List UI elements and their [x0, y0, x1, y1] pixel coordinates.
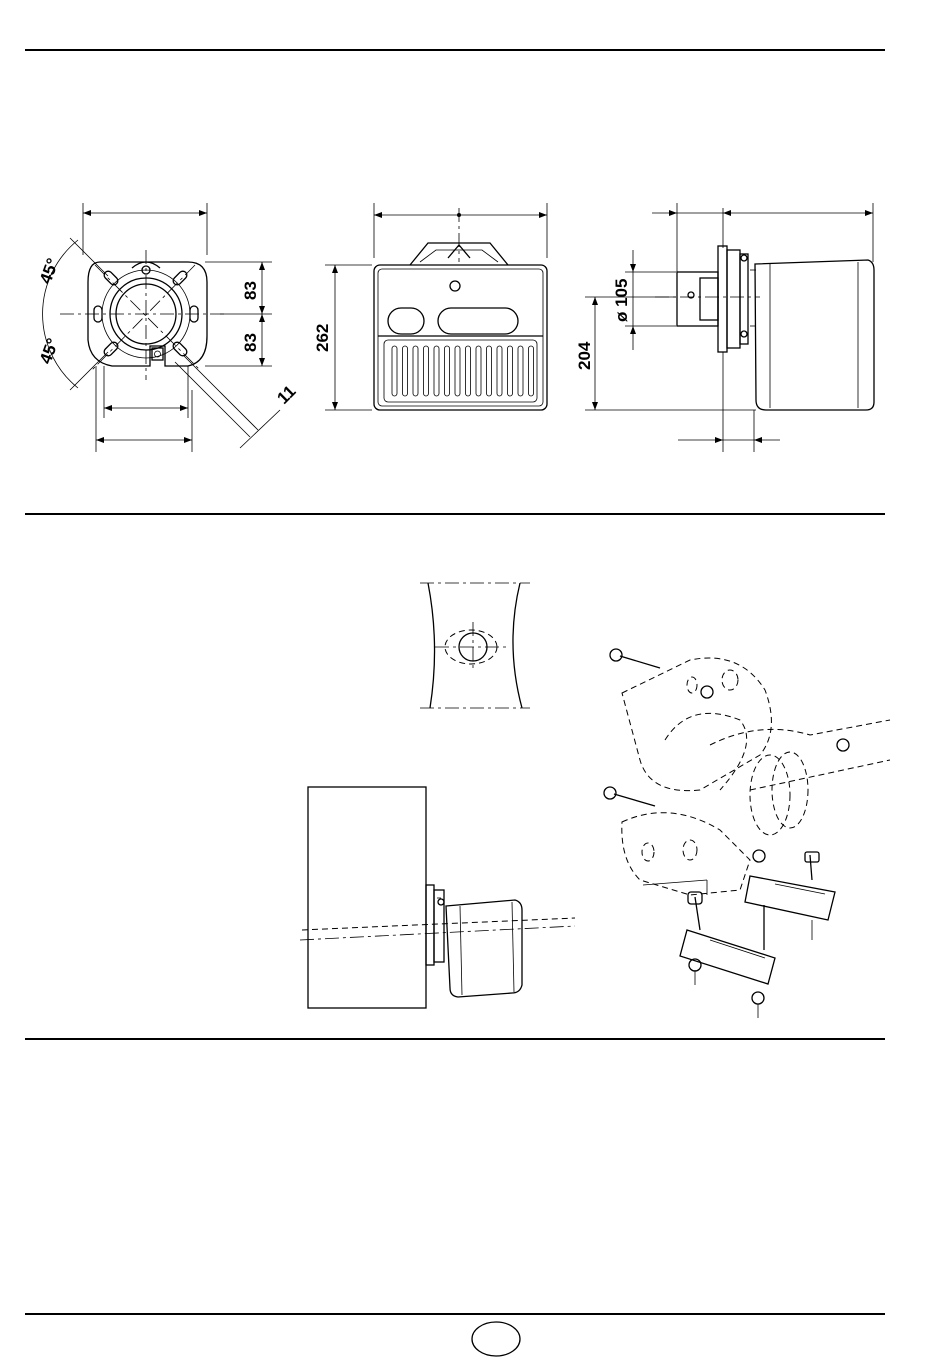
front-view-flange: 83 83 45° 45° 11: [36, 203, 300, 452]
dim-83-upper: 83: [241, 281, 260, 300]
vent-grille: [392, 346, 534, 396]
boiler-mounting-view: [300, 787, 575, 1008]
page-number-badge: [472, 1322, 520, 1356]
vent-slot: [434, 346, 439, 396]
vent-slot: [518, 346, 523, 396]
angle-45-lower: 45°: [36, 336, 63, 367]
dim-262: 262: [313, 324, 332, 352]
vent-slot: [455, 346, 460, 396]
vent-slot: [445, 346, 450, 396]
profile-view: ø 105 204: [575, 203, 874, 452]
vent-slot: [508, 346, 513, 396]
dim-dia-105: ø 105: [612, 279, 631, 322]
side-view-burner: 262: [313, 203, 547, 410]
dim-11: 11: [273, 382, 299, 408]
exploded-assembly: [604, 649, 890, 1018]
hole-detail: [420, 583, 530, 708]
vent-slot: [424, 346, 429, 396]
vent-slot: [392, 346, 397, 396]
vent-slot: [487, 346, 492, 396]
vent-slot: [476, 346, 481, 396]
vent-slot: [403, 346, 408, 396]
vent-slot: [466, 346, 471, 396]
dim-204: 204: [575, 341, 594, 370]
vent-slot: [497, 346, 502, 396]
dim-83-lower: 83: [241, 333, 260, 352]
vent-slot: [413, 346, 418, 396]
angle-45-upper: 45°: [36, 256, 63, 287]
vent-slot: [529, 346, 534, 396]
